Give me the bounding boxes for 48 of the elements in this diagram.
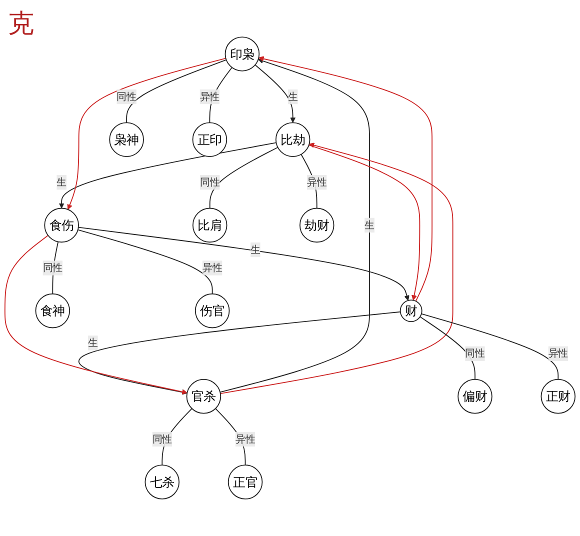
arrow bbox=[220, 58, 370, 393]
node-circle: 七杀 bbox=[144, 464, 180, 500]
edge-label: 生 bbox=[56, 176, 67, 188]
node-circle: 官杀 bbox=[186, 379, 222, 414]
node-circle: 食伤 bbox=[44, 208, 79, 243]
edge-label: 异性 bbox=[307, 176, 327, 188]
node-circle: 正财 bbox=[540, 379, 576, 414]
connector bbox=[77, 229, 213, 294]
connector bbox=[420, 313, 559, 380]
edge-label: 异性 bbox=[200, 90, 220, 102]
node-circle: 劫财 bbox=[299, 208, 334, 243]
node-circle: 印枭 bbox=[224, 36, 260, 72]
connector bbox=[209, 67, 232, 124]
edge-label: 同性 bbox=[200, 176, 220, 188]
edge-label: 同性 bbox=[152, 433, 172, 445]
edge-label: 生 bbox=[88, 336, 98, 349]
connector bbox=[300, 154, 318, 209]
edge-label: 同性 bbox=[116, 90, 136, 102]
edge-label: 异性 bbox=[202, 262, 222, 274]
edge-label: 异性 bbox=[235, 433, 256, 445]
node-circle: 比肩 bbox=[192, 208, 228, 243]
arrow bbox=[254, 64, 296, 123]
node-circle: 偏财 bbox=[458, 379, 492, 414]
edge-label: 生 bbox=[250, 244, 260, 256]
node-circle: 正印 bbox=[192, 122, 228, 157]
node-circle: 财 bbox=[400, 300, 422, 322]
arrow bbox=[4, 234, 188, 394]
connector bbox=[162, 408, 192, 466]
edge-label: 异性 bbox=[548, 347, 568, 360]
connector bbox=[420, 316, 476, 380]
node-circle: 食神 bbox=[35, 293, 70, 328]
edge-label: 生 bbox=[288, 90, 298, 102]
arrow bbox=[258, 56, 432, 302]
center-label: 克 bbox=[8, 9, 34, 39]
node-circle: 正官 bbox=[228, 464, 263, 500]
arrow bbox=[78, 226, 410, 301]
edge-label: 同性 bbox=[465, 347, 485, 360]
node-circle: 伤官 bbox=[194, 293, 230, 328]
node-circle: 比劫 bbox=[275, 122, 310, 157]
connector bbox=[209, 146, 278, 209]
arrow bbox=[308, 144, 420, 300]
node-circle: 枭神 bbox=[109, 122, 144, 157]
edge-label: 同性 bbox=[42, 262, 63, 274]
edge-label: 生 bbox=[364, 219, 374, 231]
arrow bbox=[78, 311, 401, 395]
connector bbox=[126, 59, 227, 124]
arrow bbox=[58, 142, 277, 208]
arrow bbox=[220, 142, 454, 394]
